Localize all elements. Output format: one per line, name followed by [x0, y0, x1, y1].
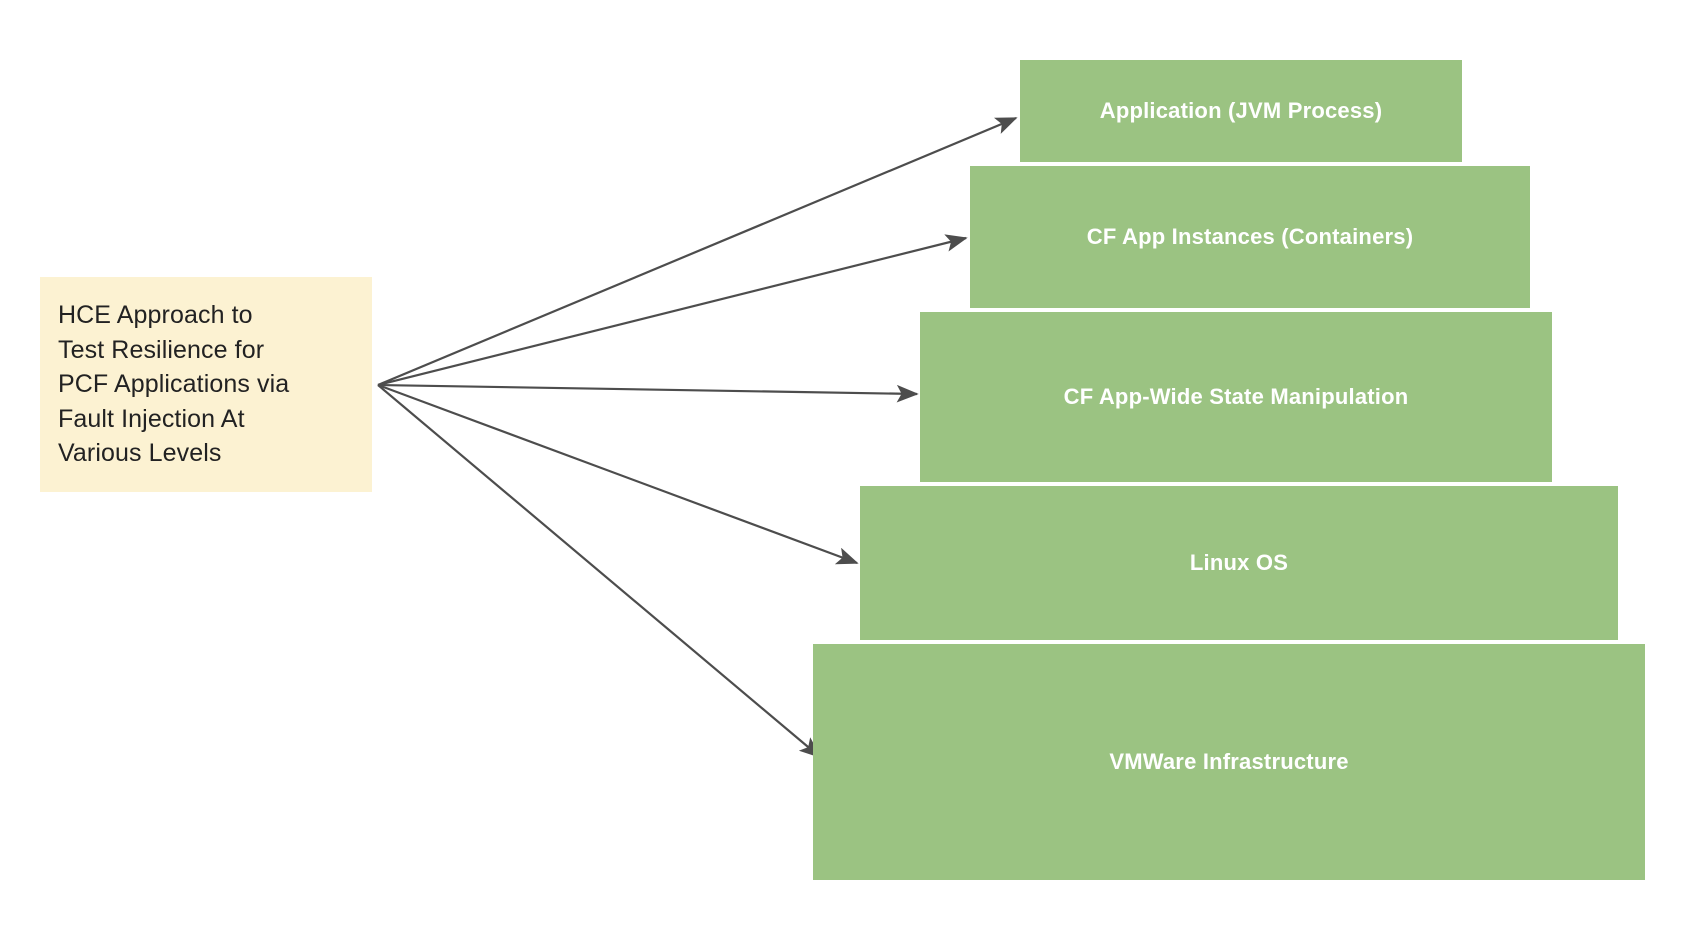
- layer-label-application-jvm-process: Application (JVM Process): [1099, 98, 1383, 123]
- layer-label-cf-app-wide-state-manipulation: CF App-Wide State Manipulation: [1063, 384, 1409, 409]
- layer-box-linux-os[interactable]: Linux OS: [860, 486, 1618, 640]
- source-node-hce-approach[interactable]: HCE Approach to Test Resilience for PCF …: [40, 277, 372, 492]
- layer-box-vmware-infrastructure[interactable]: VMWare Infrastructure: [813, 644, 1645, 880]
- layer-label-vmware-infrastructure: VMWare Infrastructure: [1109, 749, 1349, 774]
- layer-box-application-jvm-process[interactable]: Application (JVM Process): [1020, 60, 1462, 162]
- layer-box-cf-app-wide-state-manipulation[interactable]: CF App-Wide State Manipulation: [920, 312, 1552, 482]
- connector-to-linux-os: [377, 383, 859, 565]
- layer-label-cf-app-instances-containers: CF App Instances (Containers): [1086, 224, 1414, 249]
- layer-box-cf-app-instances-containers[interactable]: CF App Instances (Containers): [970, 166, 1530, 308]
- connector-to-vmware-infrastructure: [377, 384, 822, 759]
- connector-to-cf-app-instances: [377, 234, 968, 387]
- connector-to-cf-app-wide-state: [377, 383, 919, 403]
- source-node-label: HCE Approach to Test Resilience for PCF …: [58, 301, 290, 468]
- layer-label-linux-os: Linux OS: [1189, 550, 1289, 575]
